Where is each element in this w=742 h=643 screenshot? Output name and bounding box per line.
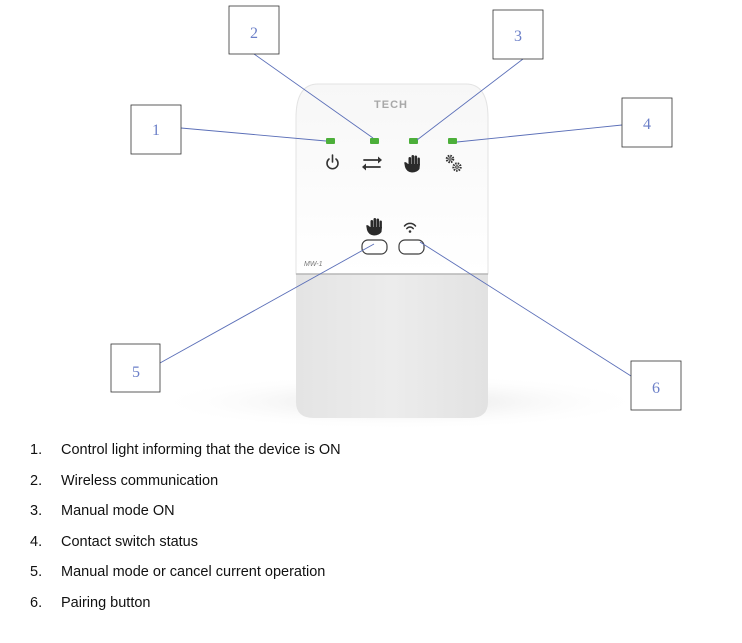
legend-number: 4.	[30, 533, 43, 550]
callout-4: 4	[621, 97, 673, 148]
callout-5: 5	[110, 343, 161, 393]
legend-item: 6. Pairing button	[30, 593, 341, 624]
power-icon	[326, 154, 339, 170]
manual-mode-button[interactable]	[361, 239, 388, 255]
arrows-exchange-icon	[362, 156, 382, 171]
legend-number: 1.	[30, 442, 43, 458]
svg-text:3: 3	[514, 28, 522, 45]
callout-line-6	[419, 241, 632, 377]
callout-line-5	[159, 243, 375, 364]
svg-text:1: 1	[152, 122, 160, 139]
legend-text: Control light informing that the device …	[61, 442, 341, 458]
legend-list: 1. Control light informing that the devi…	[30, 440, 341, 624]
hand-icon	[404, 155, 420, 173]
legend-text: Manual mode ON	[61, 503, 175, 520]
gears-icon	[445, 154, 462, 172]
brand-logo: TECH	[374, 99, 408, 111]
callout-2: 2	[228, 5, 280, 55]
legend-text: Manual mode or cancel current operation	[61, 564, 326, 581]
legend-number: 5.	[30, 564, 43, 581]
callout-3: 3	[492, 9, 544, 60]
legend-number: 3.	[30, 503, 43, 520]
svg-text:2: 2	[250, 25, 258, 42]
device-lower-housing	[296, 274, 488, 418]
led-power	[326, 138, 335, 144]
device-body	[295, 83, 489, 418]
svg-text:5: 5	[132, 364, 140, 381]
hand-icon	[366, 218, 382, 236]
led-contact	[448, 138, 457, 144]
led-wireless	[370, 138, 379, 144]
wifi-icon	[403, 222, 417, 233]
legend-text: Wireless communication	[61, 472, 219, 489]
callout-1: 1	[130, 104, 182, 155]
legend-item: 2. Wireless communication	[30, 471, 341, 502]
legend-item: 3. Manual mode ON	[30, 501, 341, 532]
legend-text: Contact switch status	[61, 533, 198, 550]
legend-item: 5. Manual mode or cancel current operati…	[30, 562, 341, 593]
callout-line-4	[456, 124, 623, 143]
legend-number: 2.	[30, 472, 43, 489]
legend-item: 1. Control light informing that the devi…	[30, 440, 341, 471]
callout-line-2	[253, 53, 374, 139]
led-manual	[409, 138, 418, 144]
callout-line-1	[180, 127, 327, 142]
callout-lines	[159, 53, 632, 377]
device-front-panel	[295, 83, 489, 275]
svg-text:6: 6	[652, 380, 660, 397]
callout-6: 6	[630, 360, 682, 411]
legend-text: Pairing button	[61, 594, 151, 611]
legend-item: 4. Contact switch status	[30, 532, 341, 563]
callout-line-3	[416, 58, 524, 141]
svg-text:4: 4	[643, 116, 651, 133]
pairing-button[interactable]	[398, 239, 425, 255]
model-label: MW-1	[304, 261, 323, 268]
device-diagram: TECH MW-1	[110, 5, 682, 430]
legend-number: 6.	[30, 594, 43, 611]
